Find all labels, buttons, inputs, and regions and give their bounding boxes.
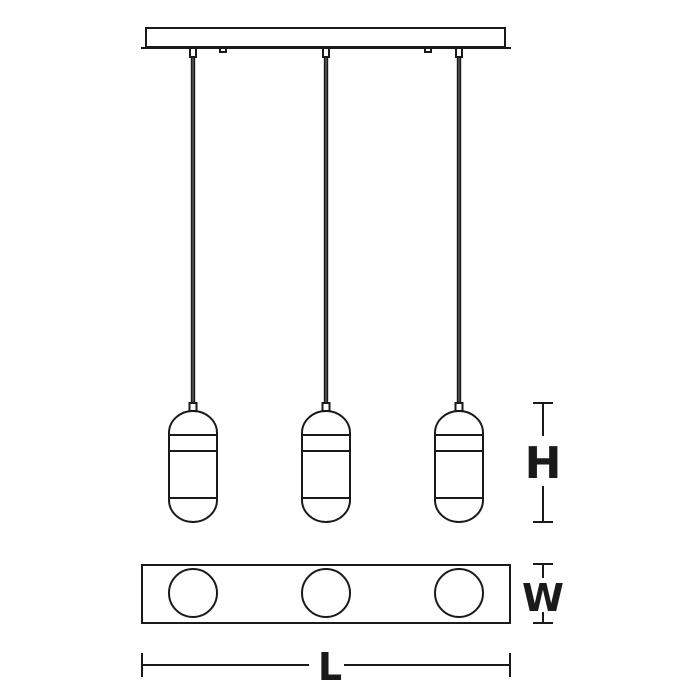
- length-dimension: L: [141, 645, 511, 689]
- cord-clamp: [455, 47, 463, 58]
- pendant: [301, 47, 351, 523]
- top-view-shade: [434, 568, 484, 618]
- socket-cap: [188, 402, 198, 412]
- width-label: W: [522, 576, 564, 620]
- glass-shade: [301, 410, 351, 523]
- glass-shade: [168, 410, 218, 523]
- cord-clamp: [322, 47, 330, 58]
- width-dimension: W: [522, 563, 564, 624]
- height-label: H: [525, 438, 562, 489]
- top-view: [141, 564, 511, 624]
- pendant: [168, 47, 218, 523]
- height-dimension: H: [525, 402, 562, 523]
- cord-clamp: [189, 47, 197, 58]
- glass-shade: [434, 410, 484, 523]
- socket-cap: [454, 402, 464, 412]
- socket-cap: [321, 402, 331, 412]
- pendant: [434, 47, 484, 523]
- length-label: L: [318, 645, 342, 689]
- top-view-shade: [301, 568, 351, 618]
- top-view-shade: [168, 568, 218, 618]
